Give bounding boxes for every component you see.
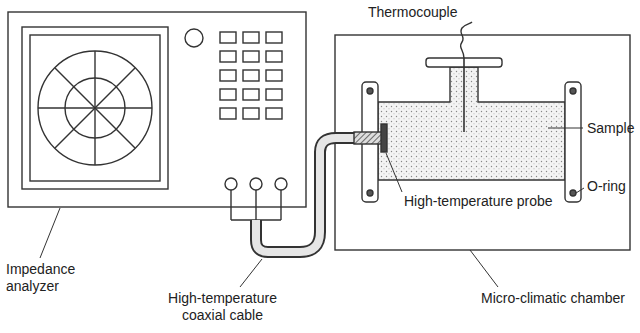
flange bbox=[565, 82, 581, 202]
leader-line bbox=[470, 250, 498, 287]
leader-line bbox=[240, 259, 262, 287]
thermocouple-wire bbox=[461, 22, 472, 58]
probe-plate bbox=[381, 124, 387, 152]
smith-chart bbox=[38, 51, 152, 165]
leader-lines bbox=[40, 128, 584, 287]
port bbox=[225, 178, 237, 190]
part-label: O-ring bbox=[587, 178, 637, 195]
coaxial-cable-core bbox=[256, 138, 358, 252]
analyzer-housing bbox=[8, 12, 306, 207]
o-ring bbox=[570, 88, 576, 94]
coaxial-cable bbox=[256, 138, 358, 252]
knob bbox=[185, 29, 203, 47]
leader-line bbox=[576, 188, 584, 193]
port bbox=[275, 178, 287, 190]
probe bbox=[354, 132, 382, 144]
screen bbox=[30, 35, 160, 181]
part-label: Sample bbox=[587, 120, 637, 137]
leader-line bbox=[548, 128, 583, 129]
port bbox=[250, 178, 262, 190]
part-label: High-temperature coaxial cable bbox=[150, 290, 295, 324]
sample bbox=[378, 67, 565, 180]
chart-line bbox=[55, 68, 135, 148]
chart-line bbox=[55, 68, 135, 148]
leader-line bbox=[386, 153, 402, 192]
chamber bbox=[335, 35, 630, 250]
part-label: Micro-climatic chamber bbox=[481, 290, 637, 307]
o-ring bbox=[367, 88, 373, 94]
o-ring bbox=[570, 190, 576, 196]
impedance-analyzer bbox=[8, 12, 306, 220]
button-grid bbox=[220, 32, 282, 119]
o-ring bbox=[367, 190, 373, 196]
sample-cell bbox=[354, 22, 581, 202]
part-label: Thermocouple bbox=[368, 4, 478, 21]
port-wires bbox=[231, 190, 281, 220]
thermocouple-rod bbox=[463, 58, 465, 132]
part-label: Impedance analyzer bbox=[6, 261, 96, 295]
leader-line bbox=[40, 208, 60, 258]
part-label: High-temperature probe bbox=[404, 193, 574, 210]
screen-frame bbox=[22, 27, 168, 189]
